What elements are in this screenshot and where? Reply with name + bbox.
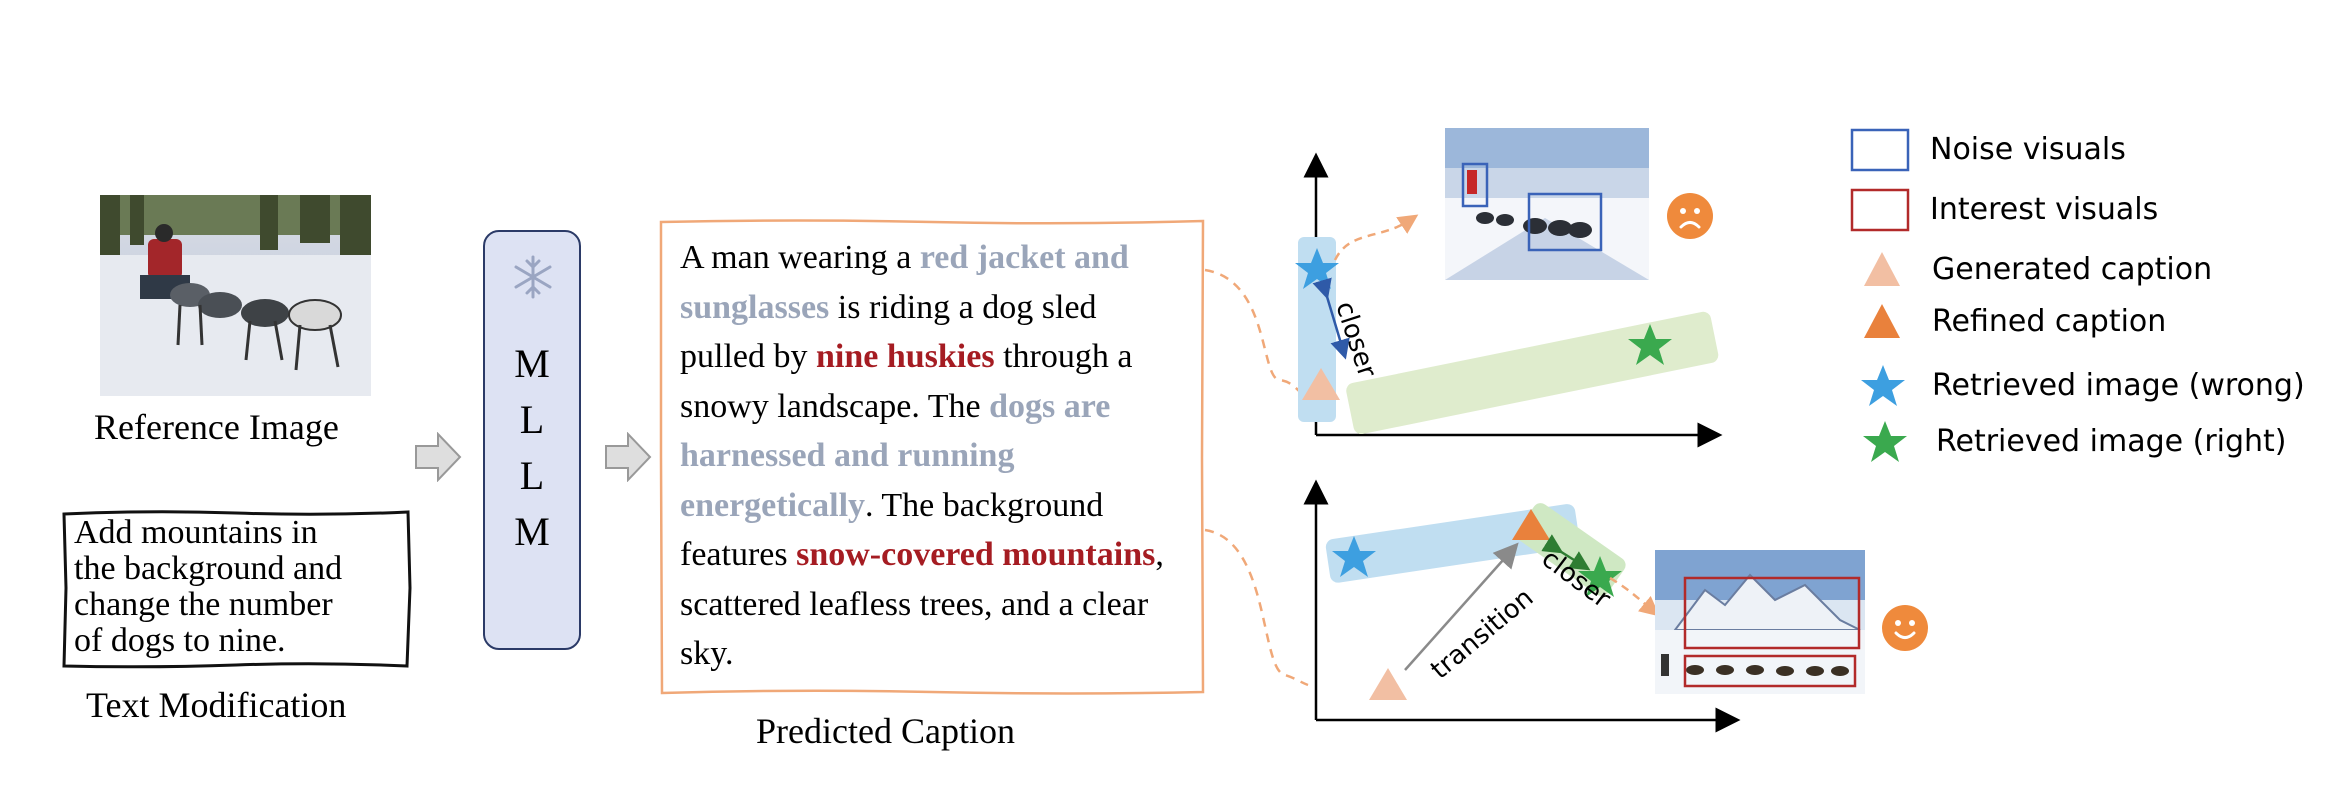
text-modification-frame xyxy=(62,510,412,669)
blue-star-icon xyxy=(1332,536,1376,577)
legend-label: Generated caption xyxy=(1932,252,2213,287)
green-star-icon xyxy=(1863,421,1907,462)
bottom-retrieved-photo xyxy=(1655,550,1865,694)
red-square-icon xyxy=(1850,188,1910,232)
blue-star-icon xyxy=(1295,248,1339,289)
top-green-band xyxy=(1346,311,1719,435)
bottom-blue-band xyxy=(1325,504,1580,583)
text-modification-line: change the number xyxy=(74,586,333,623)
caption-noise-segment: red jacket and sunglasses xyxy=(680,239,1129,326)
connector-bottom xyxy=(1204,528,1309,687)
light-triangle-icon xyxy=(1369,668,1407,700)
arrow-right-icon xyxy=(605,432,652,482)
text-modification-label: Text Modification xyxy=(86,685,347,725)
sad-face-icon xyxy=(1667,193,1713,239)
predicted-caption-box: A man wearing a red jacket and sunglasse… xyxy=(661,221,1203,693)
top-closer-arrow xyxy=(1312,277,1350,360)
green-star-icon xyxy=(1578,556,1622,597)
mllm-block: M L L M xyxy=(483,230,581,650)
text-modification-line: the background and xyxy=(74,550,343,587)
caption-segment: . The background features xyxy=(680,486,1104,574)
bottom-closer-arrow xyxy=(1541,534,1591,571)
connector-top xyxy=(1204,268,1309,400)
light-triangle-icon xyxy=(1302,368,1340,400)
mllm-letter: L xyxy=(519,453,545,498)
mllm-letter: L xyxy=(519,397,545,442)
legend-label: Retrieved image (wrong) xyxy=(1932,368,2305,403)
legend-label: Interest visuals xyxy=(1930,192,2159,227)
caption-segment: is riding a dog sled pulled by xyxy=(680,288,1097,376)
caption-segment: , scattered leafless trees, and a clear … xyxy=(680,536,1164,672)
text-modification-box: Add mountains in the background and chan… xyxy=(62,511,408,668)
bottom-to-photo-arrow xyxy=(1609,576,1660,617)
reference-image-label: Reference Image xyxy=(94,407,339,447)
top-retrieved-photo xyxy=(1445,128,1649,280)
caption-interest-segment: snow-covered mountains xyxy=(796,536,1156,573)
caption-segment: through a snowy landscape. The xyxy=(680,338,1133,425)
light-triangle-icon xyxy=(1864,252,1900,286)
top-closer-label: closer xyxy=(1329,298,1382,381)
caption-segment: A man wearing a xyxy=(680,239,920,276)
reference-image xyxy=(100,195,371,396)
orange-triangle-icon xyxy=(1512,509,1550,540)
embedding-plots: closer close xyxy=(1204,128,1928,733)
snowflake-icon xyxy=(514,255,552,299)
blue-square-icon xyxy=(1850,128,1910,172)
arrow-right-icon xyxy=(415,432,462,482)
legend: Noise visuals Interest visuals Generated… xyxy=(1850,124,2330,484)
green-star-icon xyxy=(1628,324,1672,365)
text-modification-line: of dogs to nine. xyxy=(74,622,286,659)
legend-label: Retrieved image (right) xyxy=(1936,424,2287,459)
transition-arrow xyxy=(1404,542,1519,671)
orange-triangle-icon xyxy=(1864,304,1900,338)
text-modification-line: Add mountains in xyxy=(74,514,318,551)
blue-star-icon xyxy=(1861,365,1905,406)
caption-interest-segment: nine huskies xyxy=(815,338,995,375)
legend-label: Noise visuals xyxy=(1930,132,2126,167)
legend-label: Refined caption xyxy=(1932,304,2167,339)
top-to-photo-arrow xyxy=(1333,214,1419,261)
transition-label: transition xyxy=(1425,583,1539,686)
mllm-letter: M xyxy=(514,341,550,386)
predicted-caption-frame xyxy=(659,219,1205,695)
caption-noise-segment: dogs are harnessed and running energetic… xyxy=(680,387,1111,524)
happy-face-icon xyxy=(1882,605,1928,651)
predicted-caption-label: Predicted Caption xyxy=(756,711,1015,751)
mllm-letter: M xyxy=(514,509,550,554)
